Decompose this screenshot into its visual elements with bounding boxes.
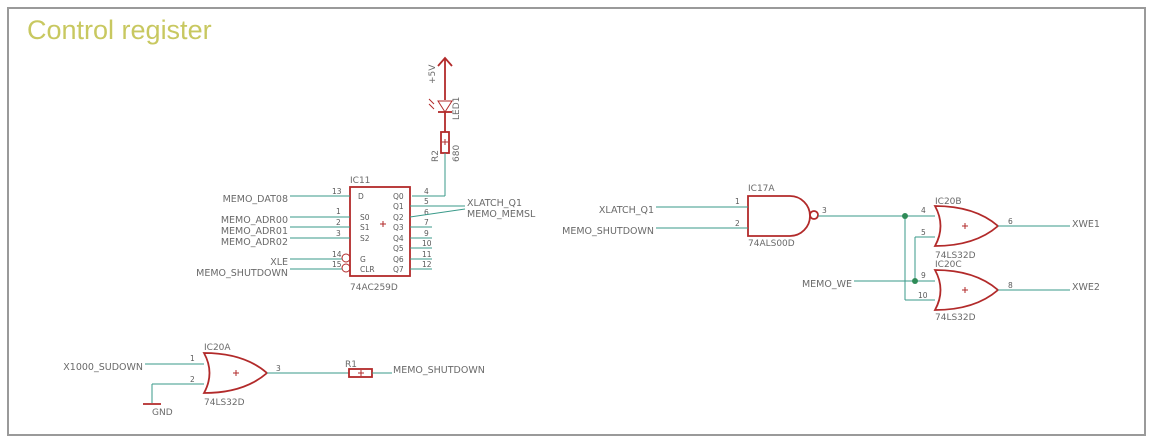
r1-ref: R1 [345,360,357,370]
ic20b-pin4: 4 [921,206,926,215]
net-memo-adr01: MEMO_ADR01 [221,226,288,237]
ic11-pin-9-num: 9 [424,229,429,238]
ic20c-pin10: 10 [918,291,928,300]
ic11-pin-s0-name: S0 [360,213,370,222]
r1-symbol: R1 [345,360,373,378]
ic17a-ref: IC17A [748,184,775,194]
ic11-pin-6-num: 6 [424,208,429,217]
net-xle: XLE [270,257,288,268]
net-xwe1: XWE1 [1072,219,1100,230]
ic20c-ref: IC20C [935,260,962,270]
ic11-pin-g-name: G [360,255,366,264]
net-xlatch-q1-out: XLATCH_Q1 [467,198,522,209]
ground-symbol: GND [143,403,173,418]
ic11-pin-15-num: 15 [332,260,342,269]
ic11-pin-7-num: 7 [424,218,429,227]
net-memo-memsl: MEMO_MEMSL [467,209,536,220]
ic20b-or-gate: IC20B 74LS32D 4 5 6 [921,197,1013,261]
ic11-pin-12-num: 12 [422,260,432,269]
net-x1000-sudown: X1000_SUDOWN [63,362,143,373]
ic11-pin-14-num: 14 [332,250,342,259]
power-supply-symbol: +5V [428,56,453,100]
r2-symbol: R2 680 [431,131,462,162]
net-memo-shutdown-ic11: MEMO_SHUTDOWN [196,268,288,279]
ic20a-ref: IC20A [204,343,231,353]
ic11-pin-q6-name: Q6 [393,255,404,264]
ic17a-part: 74ALS00D [748,239,795,249]
power-label: +5V [428,64,438,84]
ic11-pin-1-num: 1 [336,207,341,216]
ic11-pin-q5-name: Q5 [393,244,404,253]
ic11-pin-q1-name: Q1 [393,202,404,211]
ic11-pin-q4-name: Q4 [393,234,404,243]
net-memo-adr00: MEMO_ADR00 [221,215,288,226]
r2-value: 680 [452,145,462,162]
ic17a-pin3: 3 [822,206,827,215]
net-memo-dat08: MEMO_DAT08 [223,194,288,205]
net-memo-shutdown-r1: MEMO_SHUTDOWN [393,365,485,376]
gnd-label: GND [152,408,173,418]
ic20c-pin9: 9 [921,271,926,280]
ic20b-part: 74LS32D [935,251,976,261]
ic20c-or-gate: IC20C 74LS32D 9 10 8 [918,260,1013,323]
net-memo-shutdown-ic17: MEMO_SHUTDOWN [562,226,654,237]
ic11-pin-11-num: 11 [422,250,432,259]
ic17a-pin2: 2 [735,219,740,228]
ic11-pin-q3-name: Q3 [393,223,404,232]
ic11-pin-q7-name: Q7 [393,265,404,274]
ic11-pin-3-num: 3 [336,229,341,238]
ic20a-pin3: 3 [276,364,281,373]
led1-symbol: LED1 [428,97,462,132]
ic11-pin-d-name: D [358,192,364,201]
ic17a-nand-gate: IC17A 74ALS00D 1 2 3 [735,184,827,249]
ic11-pin-4-num: 4 [424,187,429,196]
ic20a-or-gate: IC20A 74LS32D 1 2 3 [190,343,281,408]
ic11-pin-5-num: 5 [424,197,429,206]
ic11-pin-13-num: 13 [332,187,342,196]
ic11-ref: IC11 [350,176,370,186]
sheet-frame [7,7,1146,436]
ic11-pin-q2-name: Q2 [393,213,404,222]
ic20c-pin8: 8 [1008,281,1013,290]
led1-ref: LED1 [452,97,462,120]
ic11-pin-s2-name: S2 [360,234,370,243]
ic17a-pin1: 1 [735,197,740,206]
net-xwe2: XWE2 [1072,282,1100,293]
ic11-pin-s1-name: S1 [360,223,370,232]
ic11-pin-q0-name: Q0 [393,192,404,201]
ic11-pin-clr-name: CLR [360,265,375,274]
net-memo-we: MEMO_WE [802,279,852,290]
ic11-chip: IC11 74AC259D D S0 S1 S2 G CLR 13 1 2 3 … [332,176,432,293]
ic20c-part: 74LS32D [935,313,976,323]
net-xlatch-q1-in: XLATCH_Q1 [599,205,654,216]
ic20a-pin2: 2 [190,375,195,384]
ic11-part: 74AC259D [350,283,398,293]
ic20a-pin1: 1 [190,354,195,363]
ic20b-ref: IC20B [935,197,962,207]
ic20a-part: 74LS32D [204,398,245,408]
ic11-pin-10-num: 10 [422,239,432,248]
net-memo-adr02: MEMO_ADR02 [221,237,288,248]
ic20b-pin5: 5 [921,228,926,237]
r2-ref: R2 [431,150,441,162]
ic11-pin-2-num: 2 [336,218,341,227]
sheet-title: Control register [27,15,212,45]
ic20b-pin6: 6 [1008,217,1013,226]
